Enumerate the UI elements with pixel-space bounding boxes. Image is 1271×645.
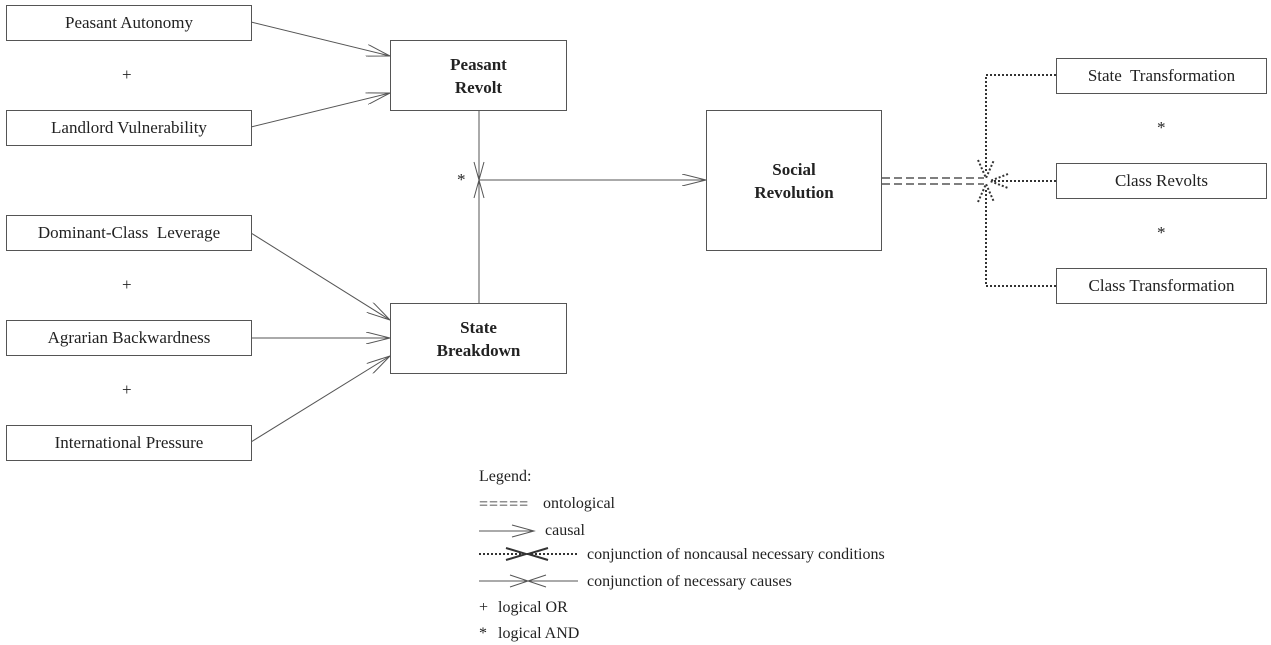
box-dominant-class-leverage: Dominant-Class Leverage <box>6 215 252 251</box>
dotted-state-transformation <box>985 74 1056 172</box>
arrow-dominant-class <box>250 232 390 320</box>
or-operator-1: + <box>122 65 132 84</box>
or-operator-3: + <box>122 380 132 399</box>
box-class-transformation-label: Class Transformation <box>1088 276 1235 295</box>
box-social-revolution: Social Revolution <box>706 110 882 251</box>
box-state-transformation-label: State Transformation <box>1087 66 1236 85</box>
and-operator-conjunction: * <box>457 170 466 189</box>
box-peasant-revolt-line2: Revolt <box>454 77 503 97</box>
legend-causal-head <box>511 524 536 538</box>
box-peasant-revolt: Peasant Revolt <box>390 40 567 111</box>
arrow-peasant-autonomy <box>250 21 390 56</box>
box-social-revolution-line2: Revolution <box>754 182 834 202</box>
box-state-breakdown: State Breakdown <box>390 303 567 374</box>
box-dominant-class-leverage-label: Dominant-Class Leverage <box>37 223 221 242</box>
box-social-revolution-line1: Social <box>772 159 816 179</box>
box-peasant-autonomy-label: Peasant Autonomy <box>65 13 193 32</box>
noncausal-marker-top <box>977 159 995 181</box>
box-agrarian-backwardness: Agrarian Backwardness <box>6 320 252 356</box>
legend-necessary-causes-label: conjunction of necessary causes <box>587 573 792 590</box>
box-agrarian-backwardness-label: Agrarian Backwardness <box>47 328 211 347</box>
box-international-pressure-label: International Pressure <box>54 433 204 452</box>
box-peasant-autonomy: Peasant Autonomy <box>6 5 252 41</box>
legend-noncausal-head-2 <box>524 547 549 561</box>
legend-causal-label: causal <box>545 522 585 539</box>
legend-noncausal-label: conjunction of noncausal necessary condi… <box>587 546 885 563</box>
arrow-landlord-vulnerability <box>250 93 390 128</box>
box-landlord-vulnerability-label: Landlord Vulnerability <box>51 118 207 137</box>
legend-necessary-head-2 <box>526 574 547 588</box>
legend-and-symbol: * <box>479 625 487 642</box>
legend-or-label: logical OR <box>498 599 568 616</box>
box-class-transformation: Class Transformation <box>1056 268 1267 304</box>
arrow-international <box>250 356 390 443</box>
box-state-breakdown-line2: Breakdown <box>436 340 521 360</box>
and-operator-1: * <box>1157 118 1166 137</box>
box-peasant-revolt-line1: Peasant <box>450 54 507 74</box>
legend-ontological-symbol: ===== <box>479 496 530 513</box>
legend-and-label: logical AND <box>498 625 580 642</box>
legend-ontological-label: ontological <box>543 495 615 512</box>
box-landlord-vulnerability: Landlord Vulnerability <box>6 110 252 146</box>
box-class-revolts: Class Revolts <box>1056 163 1267 199</box>
noncausal-marker-bottom <box>977 181 995 203</box>
or-operator-2: + <box>122 275 132 294</box>
legend-or-symbol: + <box>479 599 489 616</box>
and-operator-2: * <box>1157 223 1166 242</box>
legend-title: Legend: <box>479 468 532 485</box>
box-class-revolts-label: Class Revolts <box>1114 171 1209 190</box>
box-state-transformation: State Transformation <box>1056 58 1267 94</box>
dotted-class-transformation <box>985 190 1056 287</box>
box-state-breakdown-line1: State <box>460 317 497 337</box>
noncausal-marker-side <box>987 173 1009 189</box>
box-international-pressure: International Pressure <box>6 425 252 461</box>
